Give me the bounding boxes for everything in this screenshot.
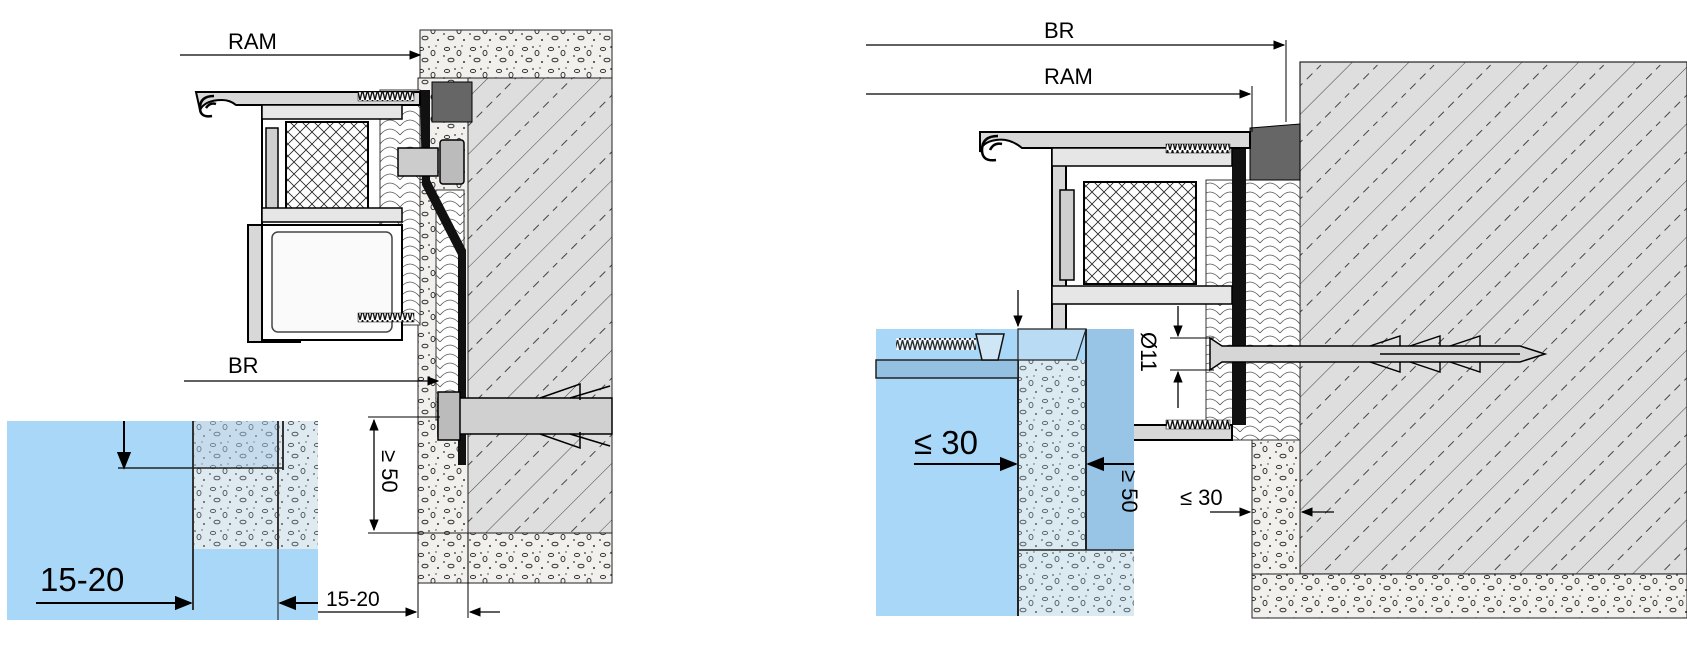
right-br-label: BR — [1044, 18, 1075, 43]
right-zoom-concrete-bottom — [1018, 550, 1134, 616]
left-zoom-concrete — [193, 421, 318, 549]
right-zoom-seal — [1017, 328, 1087, 361]
right-screw-top — [1165, 143, 1231, 154]
right-diameter-label: Ø11 — [1136, 332, 1161, 372]
right-zoom-wall — [1086, 329, 1134, 550]
right-detail: Ø11 BR RAM ≤ 30 — [866, 18, 1687, 619]
left-glass-unit — [285, 121, 369, 219]
right-zoom-partial-label: ≥ 50 — [1117, 470, 1142, 513]
left-anchor-fins — [539, 382, 611, 450]
left-frame-inner — [271, 231, 393, 333]
left-detail: RAM BR ≥ 50 15-20 — [180, 29, 613, 618]
left-wall — [467, 77, 613, 534]
left-br-label: BR — [228, 353, 259, 378]
right-glazing-bar — [1059, 189, 1075, 281]
left-handle-curl — [198, 94, 217, 118]
left-bolt-cap — [439, 139, 465, 185]
right-glass-unit — [1083, 181, 1197, 285]
left-seal-block — [431, 81, 473, 123]
left-concrete-top — [419, 29, 613, 79]
left-zoom-panel: 15-20 — [7, 421, 318, 620]
left-glazing-bar — [265, 127, 279, 219]
right-gap-label: ≤ 30 — [1180, 485, 1223, 510]
left-anchor — [437, 397, 613, 435]
right-zoom-panel: ≤ 30 ≥ 50 — [875, 328, 1142, 616]
right-zoom-screw — [896, 338, 976, 350]
right-wall — [1299, 61, 1687, 575]
left-anchor-nut — [437, 391, 461, 441]
right-insulation — [1205, 179, 1301, 441]
right-screw-bottom — [1165, 419, 1231, 430]
right-ram-label: RAM — [1044, 64, 1093, 89]
left-sash-bottom — [261, 207, 403, 223]
left-membrane — [420, 90, 466, 465]
left-gap-label: 15-20 — [326, 588, 380, 611]
right-zoom-concrete — [1018, 360, 1086, 550]
left-bolt-head — [397, 147, 439, 177]
right-concrete-bottom — [1251, 573, 1687, 619]
right-membrane — [1232, 140, 1246, 425]
left-zoom-gap-label: 15-20 — [40, 561, 124, 598]
left-screw-bottom — [357, 312, 415, 323]
right-zoom-screw-head — [975, 333, 1005, 361]
right-frame-mid-bar — [1051, 285, 1233, 305]
left-ram-label: RAM — [228, 29, 277, 54]
left-concrete-bottom — [417, 532, 613, 584]
right-zoom-frame-bar — [875, 359, 1019, 379]
right-anchor-fins — [1369, 335, 1481, 373]
right-seal-block — [1249, 123, 1301, 181]
left-zoom-strip-top — [193, 421, 278, 467]
right-zoom-gap-label: ≤ 30 — [914, 424, 978, 461]
right-concrete-reveal — [1251, 439, 1301, 575]
right-handle-curl — [980, 134, 1003, 162]
left-min-anchor-label: ≥ 50 — [377, 450, 402, 493]
right-anchor — [1209, 336, 1548, 372]
left-sash-top — [261, 104, 403, 120]
left-screw-top — [357, 91, 415, 102]
